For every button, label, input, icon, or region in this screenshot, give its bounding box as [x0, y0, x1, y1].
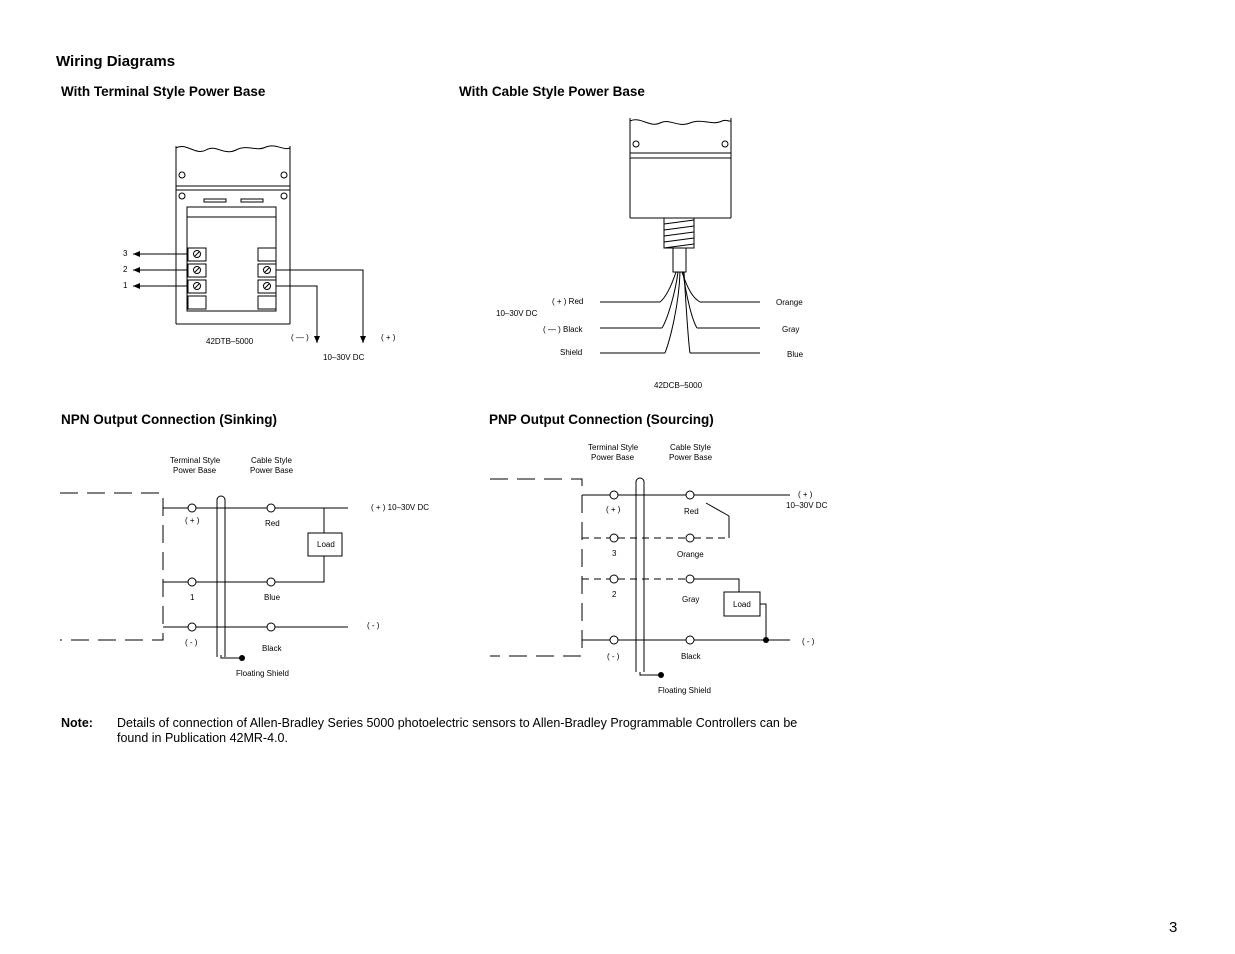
- terminal-screw-icon: [193, 266, 201, 274]
- cable-base-screw-hole: [632, 140, 640, 148]
- terminal-screw-icon: [263, 282, 271, 290]
- cable-base-heading: With Cable Style Power Base: [459, 84, 645, 99]
- npn-supply-neg: ( - ): [367, 621, 380, 630]
- pnp-wire-gray: Gray: [682, 595, 699, 604]
- terminal-neg-label: ( — ): [291, 333, 309, 342]
- npn-load-label: Load: [317, 540, 335, 549]
- cable-wire-orange: Orange: [776, 298, 803, 307]
- npn-wire-red: Red: [265, 519, 280, 528]
- pnp-terminal-2: [609, 574, 619, 584]
- page-title: Wiring Diagrams: [56, 53, 176, 70]
- pnp-term-3: 3: [612, 549, 617, 558]
- pnp-terminal-3: [609, 533, 619, 543]
- npn-term-pos: ( + ): [185, 516, 200, 525]
- npn-cable-blue: [266, 577, 276, 587]
- pnp-supply-volt: 10–30V DC: [786, 501, 828, 510]
- pnp-col-cable-line2: Power Base: [669, 453, 713, 462]
- npn-cable-red: [266, 503, 276, 513]
- cable-wire-blue: Blue: [787, 350, 804, 359]
- npn-sensor-outline: [60, 492, 164, 641]
- npn-wire-black: Black: [262, 644, 283, 653]
- pnp-wire-black: Black: [681, 652, 702, 661]
- cable-wire-gray: Gray: [782, 325, 799, 334]
- pnp-col-terminal-line2: Power Base: [591, 453, 635, 462]
- npn-terminal-pos: [187, 503, 197, 513]
- npn-diagram: Terminal Style Power Base Cable Style Po…: [60, 456, 429, 678]
- pnp-wire-red: Red: [684, 507, 699, 516]
- npn-col-terminal-line1: Terminal Style: [170, 456, 221, 465]
- pnp-wire-orange: Orange: [677, 550, 704, 559]
- cable-wire-red: ( + ) Red: [552, 297, 583, 306]
- terminal-label-2: 2: [123, 265, 128, 274]
- pnp-term-neg: ( - ): [607, 652, 620, 661]
- pnp-terminal-pos: [609, 490, 619, 500]
- pnp-term-pos: ( + ): [606, 505, 621, 514]
- terminal-base-model: 42DTB–5000: [206, 337, 254, 346]
- pnp-col-terminal-line1: Terminal Style: [588, 443, 639, 452]
- terminal-pos-label: ( + ): [381, 333, 396, 342]
- terminal-screw-icon: [193, 282, 201, 290]
- cable-wire-shield: Shield: [560, 348, 582, 357]
- cable-base-diagram: ( + ) Red 10–30V DC ( — ) Black Shield O…: [496, 118, 804, 390]
- npn-col-cable-line1: Cable Style: [251, 456, 292, 465]
- pnp-supply-pos: ( + ): [798, 490, 813, 499]
- terminal-sensor-torn-edge: [175, 145, 291, 153]
- terminal-base-screw-hole: [280, 192, 288, 200]
- terminal-base-diagram: 3 2 1 42DTB–5000 ( — ) ( + ) 10–30V DC: [123, 145, 396, 362]
- terminal-base-screw-hole: [178, 171, 186, 179]
- pnp-shield-node: [658, 672, 664, 678]
- page-number: 3: [1169, 919, 1178, 936]
- negative-supply-wire: [276, 285, 320, 343]
- pnp-sensor-outline: [490, 478, 583, 657]
- pnp-col-cable-line1: Cable Style: [670, 443, 711, 452]
- npn-wire-blue: Blue: [264, 593, 281, 602]
- npn-terminal-neg: [187, 622, 197, 632]
- npn-term-neg: ( - ): [185, 638, 198, 647]
- npn-supply-pos: ( + ) 10–30V DC: [371, 503, 429, 512]
- npn-load: [307, 532, 343, 557]
- terminal-base-heading: With Terminal Style Power Base: [61, 84, 266, 99]
- terminal-screw-icon: [193, 250, 201, 258]
- pnp-supply-neg: ( - ): [802, 637, 815, 646]
- npn-shield-node: [239, 655, 245, 661]
- pnp-shield-label: Floating Shield: [658, 686, 711, 695]
- terminal-screw-icon: [263, 266, 271, 274]
- pnp-term-2: 2: [612, 590, 617, 599]
- pnp-diagram: Terminal Style Power Base Cable Style Po…: [490, 443, 828, 695]
- terminal-base-screw-hole: [178, 192, 186, 200]
- positive-supply-wire: [276, 269, 366, 343]
- pnp-heading: PNP Output Connection (Sourcing): [489, 412, 714, 427]
- cable-base-model: 42DCB–5000: [654, 381, 703, 390]
- npn-cable-black: [266, 622, 276, 632]
- note-label: Note:: [61, 716, 93, 730]
- npn-col-terminal-line2: Power Base: [173, 466, 217, 475]
- cable-sensor-torn-edge: [629, 119, 732, 125]
- note-text: Details of connection of Allen-Bradley S…: [117, 716, 798, 745]
- npn-shield-label: Floating Shield: [236, 669, 289, 678]
- cable-wire-black: ( — ) Black: [543, 325, 584, 334]
- npn-heading: NPN Output Connection (Sinking): [61, 412, 277, 427]
- terminal-label-1: 1: [123, 281, 128, 290]
- pnp-cable-orange: [685, 533, 695, 543]
- terminal-label-3: 3: [123, 249, 128, 258]
- cable-supply-label: 10–30V DC: [496, 309, 538, 318]
- pnp-junction-node: [763, 637, 769, 643]
- cable-base-screw-hole: [721, 140, 729, 148]
- pnp-cable-gray: [685, 574, 695, 584]
- npn-term-1: 1: [190, 593, 195, 602]
- terminal-base-screw-hole: [280, 171, 288, 179]
- pnp-terminal-neg: [609, 635, 619, 645]
- npn-col-cable-line2: Power Base: [250, 466, 294, 475]
- npn-terminal-1: [187, 577, 197, 587]
- pnp-load-label: Load: [733, 600, 751, 609]
- pnp-cable-red: [685, 490, 695, 500]
- terminal-supply-label: 10–30V DC: [323, 353, 365, 362]
- pnp-cable-black: [685, 635, 695, 645]
